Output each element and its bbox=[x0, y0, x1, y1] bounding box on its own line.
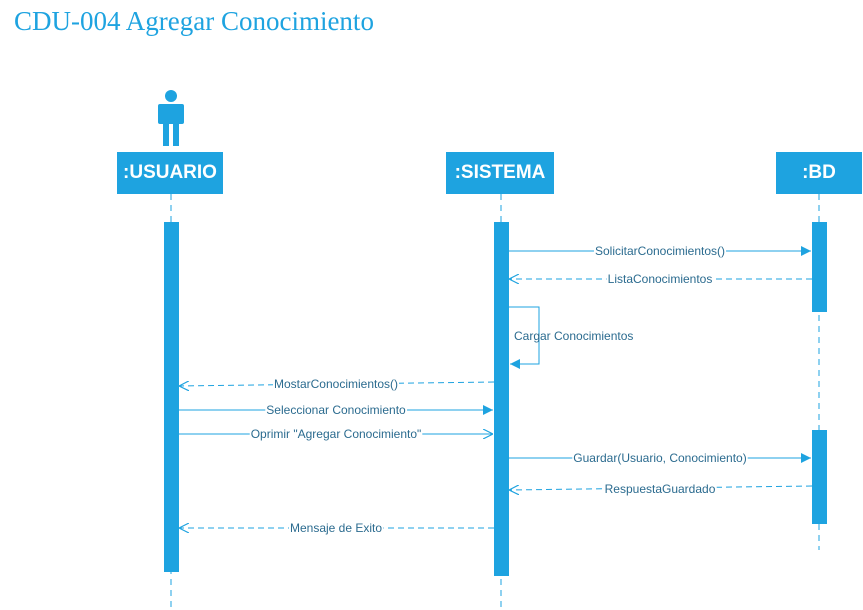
activation-usuario bbox=[164, 222, 179, 572]
message-seleccionar: Seleccionar Conocimiento bbox=[179, 403, 493, 417]
message-label-background bbox=[603, 482, 717, 496]
message-label: Guardar(Usuario, Conocimiento) bbox=[573, 451, 746, 465]
message-exito: Mensaje de Exito bbox=[179, 521, 494, 535]
message-respuesta: RespuestaGuardado bbox=[509, 482, 813, 496]
message-label-background bbox=[249, 427, 423, 441]
message-label-background bbox=[606, 272, 714, 286]
message-label: Mensaje de Exito bbox=[290, 521, 382, 535]
lifeline-usuario: :USUARIO bbox=[117, 152, 223, 194]
message-cargar-self: Cargar Conocimientos bbox=[509, 306, 633, 369]
message-label-background bbox=[593, 244, 727, 258]
person-icon bbox=[158, 90, 184, 146]
message-label: RespuestaGuardado bbox=[605, 482, 716, 496]
message-label: Cargar Conocimientos bbox=[514, 329, 633, 343]
message-solicitar: SolicitarConocimientos() bbox=[509, 244, 811, 258]
message-label-background bbox=[288, 521, 384, 535]
message-mostrar: MostarConocimientos() bbox=[179, 377, 495, 391]
message-label-background bbox=[572, 451, 748, 465]
message-lista: ListaConocimientos bbox=[509, 272, 812, 286]
message-oprimir: Oprimir "Agregar Conocimiento" bbox=[179, 427, 493, 441]
activation-sistema bbox=[494, 222, 509, 576]
message-label: MostarConocimientos() bbox=[274, 377, 398, 391]
message-guardar: Guardar(Usuario, Conocimiento) bbox=[509, 451, 811, 465]
message-label: SolicitarConocimientos() bbox=[595, 244, 725, 258]
diagram-title: CDU-004 Agregar Conocimiento bbox=[14, 6, 374, 36]
message-label: Seleccionar Conocimiento bbox=[266, 403, 406, 417]
message-label: Oprimir "Agregar Conocimiento" bbox=[251, 427, 422, 441]
activation-bd-2 bbox=[812, 430, 827, 524]
message-label-background bbox=[265, 403, 408, 417]
message-label-background bbox=[272, 377, 400, 391]
lifeline-sistema: :SISTEMA bbox=[446, 152, 554, 194]
lifeline-bd: :BD bbox=[776, 152, 862, 194]
activation-bd-1 bbox=[812, 222, 827, 312]
message-label: ListaConocimientos bbox=[608, 272, 713, 286]
